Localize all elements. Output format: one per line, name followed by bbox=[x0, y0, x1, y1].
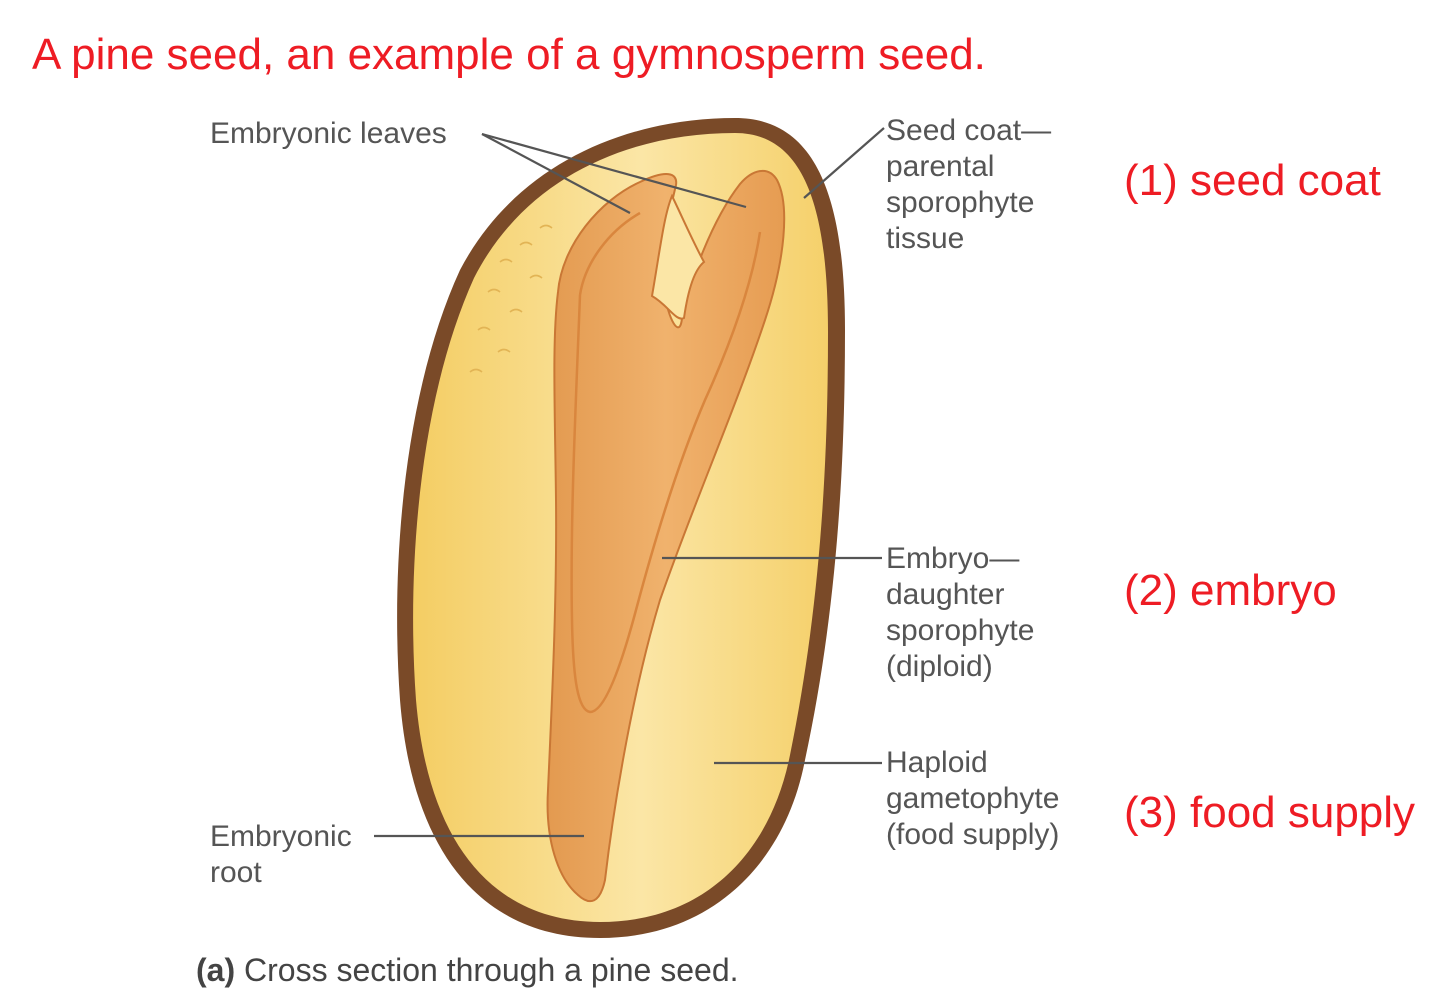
label-gametophyte-line-3: (food supply) bbox=[886, 818, 1060, 851]
label-seed-coat-line-3: sporophyte bbox=[886, 186, 1035, 219]
annotation-food-supply: (3) food supply bbox=[1124, 788, 1416, 837]
diagram-title: A pine seed, an example of a gymnosperm … bbox=[32, 30, 986, 79]
label-embryo: Embryo— daughter sporophyte (diploid) bbox=[886, 541, 1034, 685]
label-embryonic-leaves-line: Embryonic leaves bbox=[210, 117, 447, 150]
label-seed-coat-line-2: parental bbox=[886, 150, 995, 183]
label-embryo-line-1: Embryo— bbox=[886, 542, 1020, 575]
leader-embryonic-leaves-2 bbox=[481, 132, 747, 209]
leader-seed-coat bbox=[803, 127, 885, 199]
label-embryonic-root-line-1: Embryonic bbox=[210, 820, 352, 853]
embryo-inner-contour bbox=[570, 211, 762, 714]
label-embryo-line-2: daughter bbox=[886, 578, 1005, 611]
embryonic-leaf-notch bbox=[650, 193, 706, 320]
leader-lines bbox=[374, 127, 885, 838]
label-gametophyte-line-1: Haploid bbox=[886, 746, 988, 779]
label-embryonic-root-line-2: root bbox=[210, 856, 262, 889]
label-gametophyte-line-2: gametophyte bbox=[886, 782, 1060, 815]
label-gametophyte: Haploid gametophyte (food supply) bbox=[886, 745, 1059, 853]
annotation-embryo: (2) embryo bbox=[1124, 566, 1337, 615]
label-seed-coat: Seed coat— parental sporophyte tissue bbox=[886, 113, 1051, 257]
label-embryonic-root: Embryonic root bbox=[210, 819, 352, 891]
gametophyte-texture bbox=[469, 224, 553, 373]
caption-prefix: (a) bbox=[196, 952, 236, 988]
label-seed-coat-line-1: Seed coat— bbox=[886, 114, 1052, 147]
label-embryo-line-3: sporophyte bbox=[886, 614, 1035, 647]
annotation-seed-coat: (1) seed coat bbox=[1124, 156, 1381, 205]
label-seed-coat-line-4: tissue bbox=[886, 222, 965, 255]
label-embryo-line-4: (diploid) bbox=[886, 650, 993, 683]
figure-caption: (a) Cross section through a pine seed. bbox=[196, 952, 739, 989]
caption-text: Cross section through a pine seed. bbox=[244, 952, 739, 988]
leader-embryonic-leaves-1 bbox=[481, 133, 631, 214]
label-embryonic-leaves: Embryonic leaves bbox=[210, 116, 447, 152]
